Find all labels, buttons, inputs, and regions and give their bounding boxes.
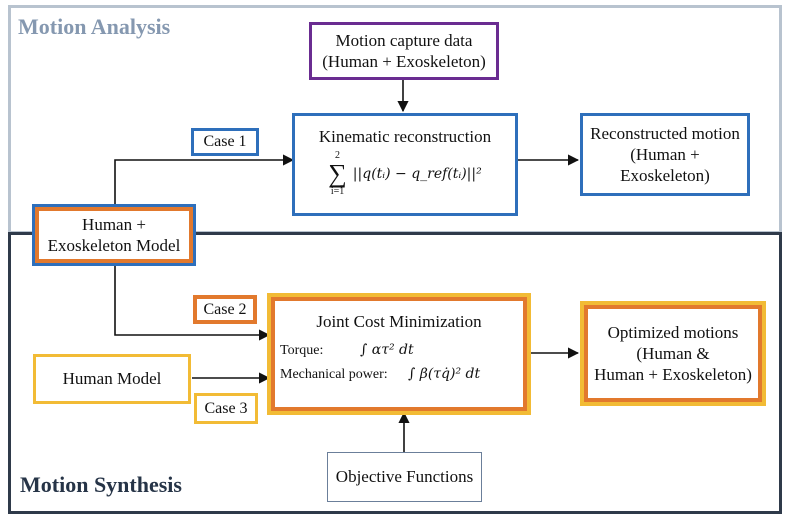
human-model-label: Human Model: [62, 369, 162, 389]
optimized-line1: Optimized motions: [607, 322, 739, 342]
case-2-label: Case 2: [193, 295, 257, 324]
torque-label: Torque:: [280, 343, 324, 359]
arrow-model-to-kinematic: [114, 154, 295, 207]
objective-functions-box: Objective Functions: [327, 452, 482, 502]
case-1-label: Case 1: [191, 128, 259, 156]
human-model-box: Human Model: [33, 354, 191, 404]
power-label: Mechanical power:: [280, 366, 388, 382]
reconstructed-motion-box: Reconstructed motion (Human + Exoskeleto…: [580, 113, 750, 196]
kinematic-norm: ||q(tᵢ) − q_ref(tᵢ)||²: [352, 165, 482, 182]
joint-cost-title: Joint Cost Minimization: [316, 312, 482, 331]
optimized-line2: (Human &: [636, 343, 710, 363]
motion-capture-line1: Motion capture data: [335, 30, 473, 50]
kinematic-formula: 2 ∑ i=1 ||q(tᵢ) − q_ref(tᵢ)||²: [328, 151, 481, 197]
reconstructed-line2: (Human +: [630, 144, 700, 164]
motion-synthesis-title: Motion Synthesis: [20, 472, 182, 497]
optimized-motions-box: Optimized motions (Human & Human + Exosk…: [584, 305, 762, 402]
torque-row: Torque: ∫ ατ² dt: [280, 342, 518, 360]
sum-upper: 2: [335, 150, 341, 162]
reconstructed-line3: Exoskeleton): [620, 166, 710, 186]
model-line2: Exoskeleton Model: [47, 236, 181, 255]
power-formula: ∫ β(τq̇)² dt: [408, 365, 481, 382]
power-row: Mechanical power: ∫ β(τq̇)² dt: [280, 366, 518, 384]
kinematic-title: Kinematic reconstruction: [318, 127, 492, 146]
kinematic-reconstruction-box: Kinematic reconstruction 2 ∑ i=1 ||q(tᵢ)…: [292, 113, 518, 216]
model-line1: Human +: [82, 214, 146, 234]
summation: 2 ∑ i=1: [328, 151, 347, 197]
arrow-model-to-joint-cost: [114, 263, 271, 341]
objective-label: Objective Functions: [335, 467, 474, 487]
optimized-line3: Human + Exoskeleton): [594, 365, 752, 385]
motion-capture-line2: (Human + Exoskeleton): [322, 52, 486, 71]
torque-formula: ∫ ατ² dt: [360, 342, 414, 359]
sum-lower: i=1: [330, 186, 345, 198]
motion-analysis-title: Motion Analysis: [18, 14, 171, 39]
sigma-icon: ∑: [328, 159, 347, 189]
case-3-label: Case 3: [194, 393, 258, 424]
human-exoskeleton-model-box: Human + Exoskeleton Model: [35, 207, 193, 263]
joint-cost-minimization-box: Joint Cost Minimization Torque: ∫ ατ² dt…: [271, 297, 527, 411]
motion-synthesis-panel: [8, 232, 782, 514]
motion-capture-box: Motion capture data (Human + Exoskeleton…: [309, 22, 499, 80]
reconstructed-line1: Reconstructed motion: [590, 123, 740, 143]
